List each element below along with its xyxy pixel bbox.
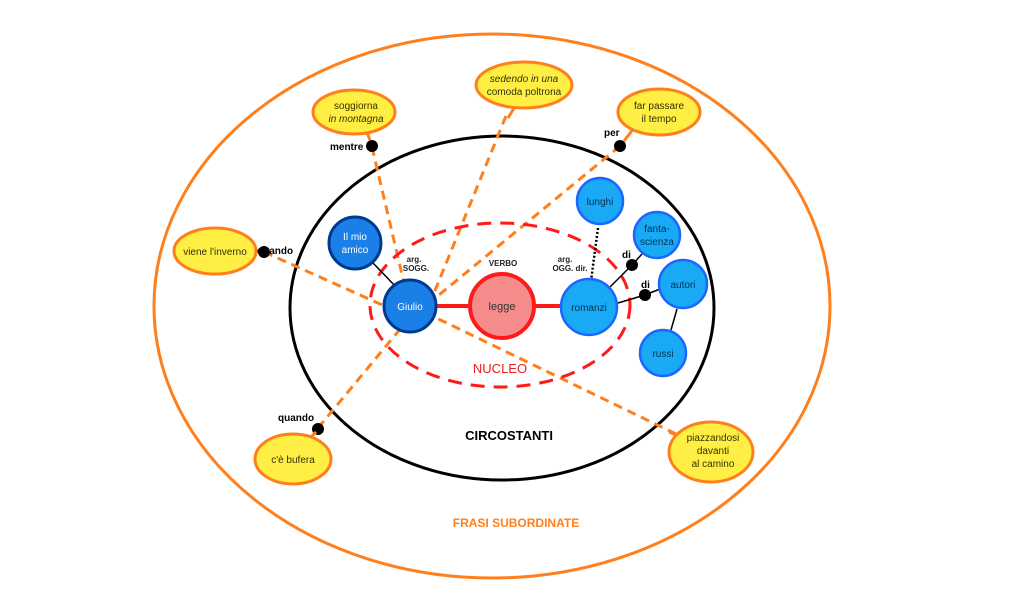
- subject-role-label-line2: SOGG.: [403, 264, 429, 273]
- far-passare-line1: far passare: [634, 101, 684, 112]
- autori-text: autori: [670, 280, 695, 291]
- subordinate-bufera[interactable]: c'è bufera: [253, 432, 333, 486]
- subject-text: Giulio: [397, 302, 423, 313]
- russi-text: russi: [652, 349, 673, 360]
- connector-dot-per: [614, 140, 626, 152]
- link-soggiorna: [370, 146, 410, 301]
- bufera-text: c'è bufera: [271, 455, 315, 466]
- nucleus-region-label: NUCLEO: [473, 361, 527, 376]
- link-bufera: [316, 321, 408, 429]
- object-role-label-line1: arg.: [558, 255, 573, 264]
- bubble-tails: [309, 107, 677, 439]
- viene-inverno-text: viene l'inverno: [183, 247, 247, 258]
- subject-role-label-line1: arg.: [407, 255, 422, 264]
- preposition-di-1-label: di: [622, 250, 631, 261]
- circumstantials-region-label: CIRCOSTANTI: [465, 428, 553, 443]
- verb-node[interactable]: legge: [468, 272, 536, 340]
- subordinate-soggiorna[interactable]: soggiorna in montagna: [311, 88, 397, 136]
- circumstantial-lunghi[interactable]: lunghi: [575, 176, 625, 226]
- lunghi-text: lunghi: [587, 197, 614, 208]
- subordinate-viene-inverno[interactable]: viene l'inverno: [172, 226, 258, 276]
- object-node[interactable]: romanzi: [559, 277, 619, 337]
- link-piazzandosi: [419, 308, 677, 436]
- connector-quando-2-label: quando: [278, 413, 314, 424]
- circumstantial-russi[interactable]: russi: [638, 328, 688, 378]
- link-sedendo: [430, 115, 508, 299]
- verb-text: legge: [489, 301, 516, 313]
- piazzandosi-line2: davanti: [697, 446, 729, 457]
- subordinate-piazzandosi[interactable]: piazzandosi davanti al camino: [667, 420, 755, 484]
- link-autori-russi: [670, 308, 678, 331]
- fantascienza-line2: scienza: [640, 237, 674, 248]
- sedendo-line1: sedendo in una: [490, 74, 559, 85]
- circumstantial-autori[interactable]: autori: [657, 258, 709, 310]
- preposition-dot-di-2: [639, 289, 651, 301]
- sedendo-line2: comoda poltrona: [487, 87, 562, 98]
- fantascienza-line1: fanta-: [644, 224, 670, 235]
- il-mio-amico-line2: amico: [342, 245, 369, 256]
- preposition-di-2-label: di: [641, 280, 650, 291]
- circumstantial-il-mio-amico[interactable]: Il mio amico: [327, 215, 383, 271]
- verb-role-label: VERBO: [489, 259, 517, 268]
- connector-mentre-label: mentre: [330, 142, 364, 153]
- il-mio-amico-line1: Il mio: [343, 232, 367, 243]
- circumstantials-region-ellipse: [288, 134, 716, 482]
- subordinates-region-label: FRASI SUBORDINATE: [453, 516, 579, 530]
- subordinate-far-passare[interactable]: far passare il tempo: [616, 87, 702, 137]
- piazzandosi-line3: al camino: [692, 459, 735, 470]
- object-role-label-line2: OGG. dir.: [552, 264, 587, 273]
- connector-per-label: per: [604, 128, 620, 139]
- link-viene-inverno: [263, 250, 399, 314]
- piazzandosi-line1: piazzandosi: [687, 433, 740, 444]
- subordinates-region-ellipse: [152, 32, 832, 580]
- connector-dot-mentre: [366, 140, 378, 152]
- connector-dot-quando-1: [258, 246, 270, 258]
- preposition-dot-di-1: [626, 259, 638, 271]
- far-passare-line2: il tempo: [641, 114, 676, 125]
- subject-node[interactable]: Giulio: [382, 278, 438, 334]
- circumstantial-fantascienza[interactable]: fanta- scienza: [632, 210, 682, 260]
- nucleus-region-ellipse: [368, 221, 632, 389]
- tail-sedendo: [506, 107, 516, 119]
- soggiorna-line1: soggiorna: [334, 101, 378, 112]
- object-text: romanzi: [571, 303, 607, 314]
- link-lunghi-romanzi: [589, 227, 600, 282]
- subordinate-sedendo[interactable]: sedendo in una comoda poltrona: [474, 60, 574, 110]
- connector-quando-1-label: quando: [257, 246, 293, 257]
- soggiorna-line2: in montagna: [328, 114, 383, 125]
